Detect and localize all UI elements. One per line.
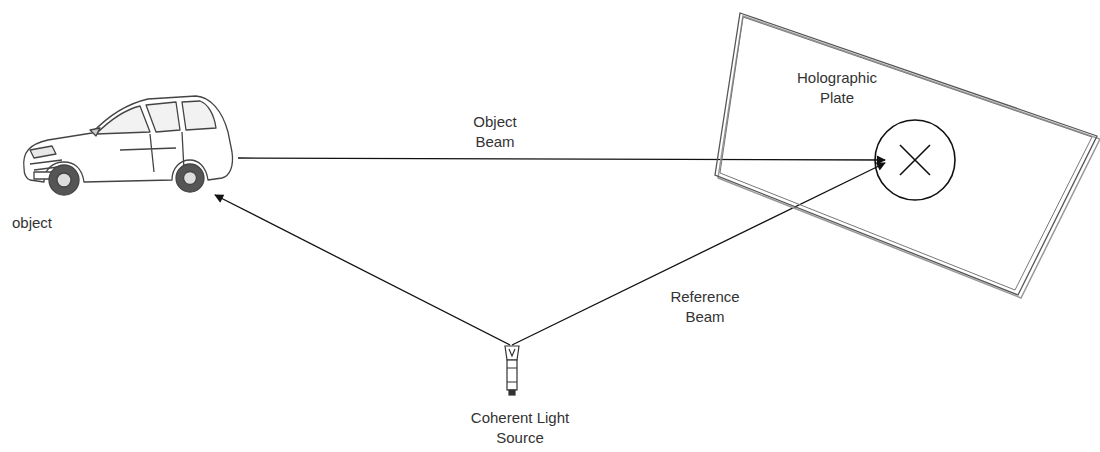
plate-shadow xyxy=(718,16,1100,298)
lamp-icon xyxy=(505,346,519,395)
car-headlight xyxy=(30,146,56,158)
car-front-hub xyxy=(57,173,71,187)
car-windshield xyxy=(96,106,150,134)
object-figure: object xyxy=(10,70,242,242)
plate-border xyxy=(715,13,1097,295)
lamp-head xyxy=(505,346,519,360)
plate-outline xyxy=(710,8,1100,300)
beam-label: Reference Beam xyxy=(660,287,750,327)
light-beam xyxy=(215,195,510,345)
car-rear-window xyxy=(182,101,216,130)
node-label: Holographic Plate xyxy=(782,68,892,108)
lamp-body xyxy=(507,360,517,390)
lamp-bands xyxy=(507,368,517,382)
beam-label: Object Beam xyxy=(460,112,530,152)
car-mirror xyxy=(90,128,100,136)
node-label: Coherent Light Source xyxy=(455,408,585,448)
car-door-line xyxy=(120,132,184,172)
car-side-window xyxy=(146,102,180,132)
car-front-wheel xyxy=(49,165,79,195)
holographic-plate: Holographic Plate xyxy=(710,8,1100,300)
reference-beam xyxy=(512,163,885,345)
exposure-circle xyxy=(875,120,955,200)
node-label: object xyxy=(12,213,102,233)
car-illustration xyxy=(24,96,233,195)
object-beam xyxy=(238,158,885,160)
car-rear-hub xyxy=(184,172,197,185)
lamp-rays xyxy=(509,349,515,356)
lamp-base xyxy=(509,390,515,395)
exposure-cross xyxy=(900,145,930,175)
light-source: Coherent Light Source xyxy=(440,340,600,452)
plate-inner-border xyxy=(720,17,1092,290)
car-rear-wheel xyxy=(176,164,204,192)
